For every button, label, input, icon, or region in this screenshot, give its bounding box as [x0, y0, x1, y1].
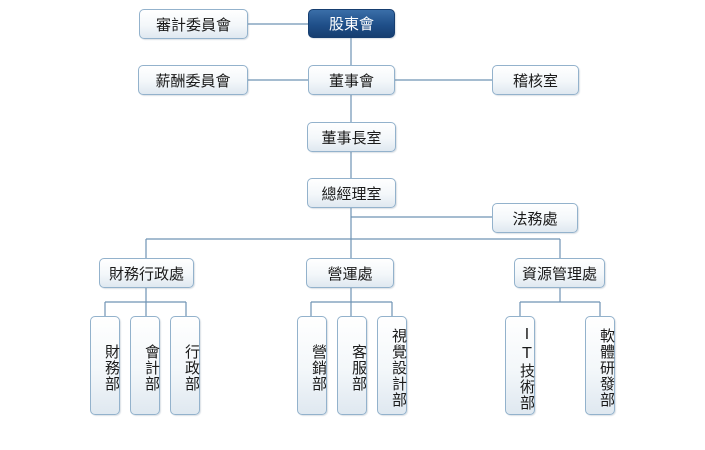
- audit-committee-box: 審計委員會: [139, 9, 248, 39]
- finance-admin-box: 財務行政處: [99, 258, 194, 288]
- compensation-committee-box: 薪酬委員會: [138, 65, 248, 95]
- accounting-dept-box: 會計部: [130, 316, 161, 415]
- operations-box: 營運處: [306, 258, 394, 288]
- audit-office-box: 稽核室: [492, 65, 579, 95]
- gm-office-box: 總經理室: [307, 178, 396, 208]
- chairman-office-box: 董事長室: [307, 122, 396, 152]
- marketing-dept-box: 營銷部: [297, 316, 328, 415]
- finance-dept-box: 財務部: [90, 316, 121, 415]
- admin-dept-box: 行政部: [170, 316, 201, 415]
- customer-service-dept-box: 客服部: [337, 316, 368, 415]
- resources-mgmt-box: 資源管理處: [514, 258, 605, 288]
- shareholders-box: 股東會: [308, 9, 395, 38]
- legal-office-box: 法務處: [492, 203, 578, 233]
- visual-design-dept-box: 視覺設計部: [377, 316, 408, 415]
- software-rd-dept-box: 軟體研發部: [585, 316, 616, 415]
- it-dept-box: IT技術部: [505, 316, 536, 415]
- board-box: 董事會: [308, 65, 395, 95]
